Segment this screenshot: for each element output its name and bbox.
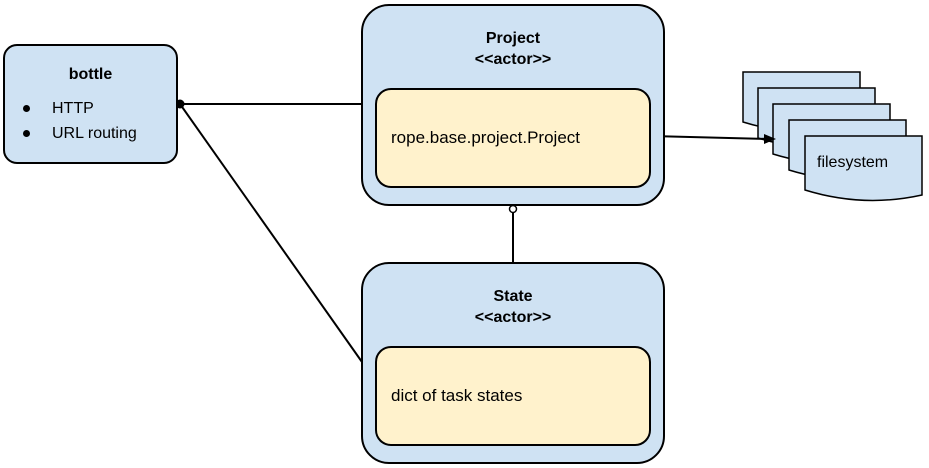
state-actor-box: State <<actor>> dict of task states bbox=[361, 262, 665, 464]
project-filesystem-connector bbox=[650, 135, 771, 140]
bottle-title: bottle bbox=[68, 66, 113, 83]
bottle-bullet-item: URL routing bbox=[23, 121, 137, 146]
state-content-text: dict of task states bbox=[391, 386, 523, 405]
project-state-open-circle bbox=[508, 204, 518, 214]
bottle-box: bottle HTTP URL routing bbox=[3, 44, 178, 164]
bullet-icon bbox=[23, 105, 30, 112]
filesystem-arrowhead bbox=[764, 134, 776, 144]
bottle-bullet-text: URL routing bbox=[52, 125, 137, 142]
bottle-state-connector bbox=[179, 103, 363, 363]
document-page-5 bbox=[804, 135, 923, 202]
state-content-box: dict of task states bbox=[375, 346, 651, 446]
project-stereotype: <<actor>> bbox=[474, 51, 552, 68]
filesystem-document-stack bbox=[742, 71, 923, 202]
project-actor-box: Project <<actor>> rope.base.project.Proj… bbox=[361, 4, 665, 206]
bottle-bullet-list: HTTP URL routing bbox=[23, 96, 137, 146]
bottle-bullet-item: HTTP bbox=[23, 96, 137, 121]
bottle-bullet-text: HTTP bbox=[52, 100, 94, 117]
state-title: State bbox=[493, 288, 533, 305]
filesystem-label: filesystem bbox=[817, 154, 889, 171]
state-stereotype: <<actor>> bbox=[474, 309, 552, 326]
bullet-icon bbox=[23, 130, 30, 137]
project-content-box: rope.base.project.Project bbox=[375, 88, 651, 188]
project-content-text: rope.base.project.Project bbox=[391, 128, 580, 147]
project-title: Project bbox=[485, 30, 541, 47]
